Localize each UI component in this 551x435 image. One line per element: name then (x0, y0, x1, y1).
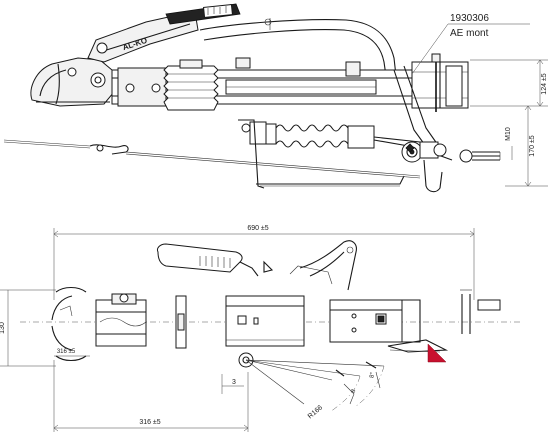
coupling-head (30, 57, 115, 107)
dim-316: 316 ±5 (139, 419, 160, 426)
coupling-head-plan (51, 286, 87, 362)
lever-arm (199, 18, 397, 77)
mounting-flange (411, 53, 469, 112)
connector-block (175, 295, 187, 349)
bellows (163, 59, 219, 111)
swing-arcs: 3 R166 8° 8 (221, 352, 385, 420)
housing-plan (225, 295, 421, 347)
dim-316-small: 316 ±5 (57, 349, 76, 355)
brake-mechanism (393, 65, 501, 193)
breakaway-cable (3, 139, 421, 179)
part-label-group: 1930306 AE mont (411, 13, 530, 75)
damper-spring (249, 121, 421, 149)
drawbar-plan (95, 293, 147, 347)
lever-arm-plan (299, 240, 357, 291)
dim-hitch-small: 316 ±5 (54, 349, 90, 357)
handle-plan (157, 243, 333, 285)
part-number-label: 1930306 (450, 13, 489, 24)
dim-130: 130 (0, 322, 6, 334)
dim-hitch-length: 316 ±5 (53, 360, 249, 432)
dim-3: 3 (232, 379, 236, 386)
dim-m10: M10 (505, 127, 512, 141)
dim-width: 130 (0, 289, 56, 367)
dim-8: 8 (351, 388, 358, 394)
dim-r166: R166 (307, 404, 324, 420)
plan-view: 690 ±5 130 (0, 225, 520, 432)
vertical-dimensions: 124 ±5 170 ±5 M10 (470, 59, 548, 187)
side-view: AL-KO (3, 3, 548, 193)
dim-8-deg: 8° (369, 371, 376, 378)
drawbar-housing (111, 57, 413, 107)
dim-690: 690 ±5 (247, 225, 268, 232)
dim-124: 124 ±5 (541, 73, 548, 94)
dim-170: 170 ±5 (529, 135, 536, 156)
dim-overall-length: 690 ±5 (53, 225, 475, 300)
coupling-handle: AL-KO (87, 3, 241, 63)
lower-bracket (238, 119, 405, 189)
part-variant-label: AE mont (450, 28, 489, 39)
flange-plan (460, 289, 501, 334)
red-marker (427, 343, 447, 363)
